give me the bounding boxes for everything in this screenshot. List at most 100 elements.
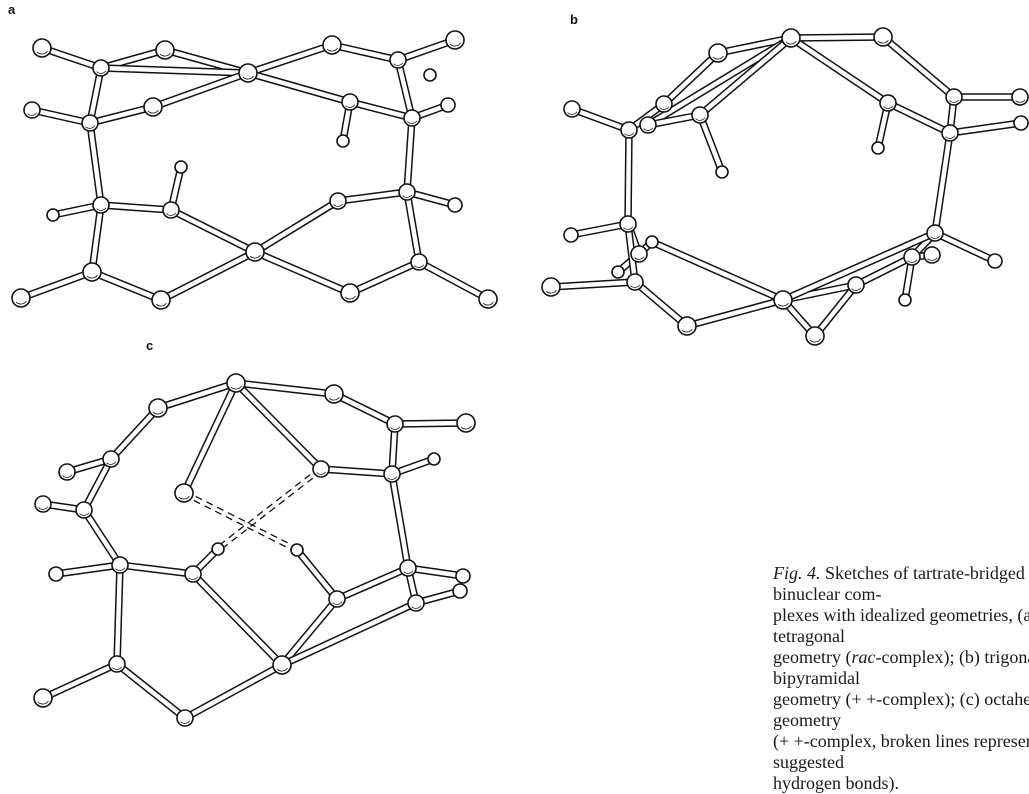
atom-shading bbox=[545, 289, 557, 294]
atom-shading bbox=[332, 601, 343, 605]
bond-fill bbox=[158, 249, 258, 303]
bond-fill bbox=[568, 221, 631, 238]
bond-fill bbox=[182, 662, 285, 721]
atom-shading bbox=[166, 212, 177, 216]
bond-fill bbox=[87, 65, 104, 126]
bond-fill bbox=[853, 254, 915, 288]
atom bbox=[211, 542, 225, 556]
atom-shading bbox=[115, 567, 126, 571]
bond-fill bbox=[548, 279, 638, 290]
atom-shading bbox=[777, 302, 789, 307]
bond-fill bbox=[40, 661, 120, 701]
panel-b-structure bbox=[541, 27, 1029, 346]
bond-fill bbox=[87, 104, 156, 126]
bond-fill bbox=[788, 35, 891, 106]
bond-fill bbox=[405, 565, 466, 579]
bond-fill bbox=[81, 507, 123, 568]
atom-shading bbox=[402, 194, 413, 198]
atom-shading bbox=[949, 99, 960, 103]
atom-shading bbox=[27, 112, 38, 116]
bond-fill bbox=[329, 42, 401, 63]
bond-fill bbox=[715, 35, 794, 56]
bond-fill bbox=[404, 115, 415, 195]
atom-shading bbox=[86, 274, 98, 279]
bond-fill bbox=[87, 120, 104, 208]
bond-fill bbox=[39, 45, 104, 71]
bond-fill bbox=[252, 198, 341, 255]
bond-fill bbox=[645, 112, 703, 128]
atom-shading bbox=[62, 474, 73, 478]
atom-shading bbox=[809, 338, 821, 343]
atom-shading bbox=[326, 47, 338, 52]
bond-fill bbox=[697, 112, 725, 175]
atom-shading bbox=[159, 52, 171, 57]
bond-fill bbox=[294, 547, 340, 602]
bond-fill bbox=[569, 106, 632, 133]
bond-fill bbox=[98, 202, 174, 213]
bond-fill bbox=[625, 127, 632, 227]
atom-shading bbox=[387, 476, 398, 480]
bond-fill bbox=[661, 50, 721, 107]
bond-fill bbox=[29, 107, 93, 126]
caption-text-1: Sketches of tartrate-bridged binuclear c… bbox=[773, 563, 1029, 667]
atom-shading bbox=[883, 105, 894, 109]
caption-rac: rac bbox=[851, 647, 876, 667]
atom-shading bbox=[85, 125, 96, 129]
bond-fill bbox=[150, 70, 251, 110]
atom-shading bbox=[414, 264, 425, 268]
atom-shading bbox=[180, 720, 191, 724]
atom-shading bbox=[567, 111, 578, 115]
atom-shading bbox=[393, 62, 404, 66]
atom bbox=[455, 568, 471, 584]
atom-shading bbox=[411, 605, 422, 609]
bond-fill bbox=[947, 120, 1024, 136]
atom-shading bbox=[178, 495, 190, 500]
atom-shading bbox=[316, 471, 327, 475]
atom bbox=[563, 227, 579, 243]
atom-shading bbox=[407, 120, 418, 124]
bond-fill bbox=[780, 230, 938, 303]
atom-shading bbox=[390, 426, 401, 430]
hydrogen-bond-dash bbox=[218, 470, 323, 552]
atom-shading bbox=[106, 461, 117, 465]
bond-fill bbox=[252, 249, 353, 296]
atom bbox=[336, 134, 350, 148]
atom bbox=[48, 566, 64, 582]
atom-shading bbox=[643, 127, 654, 131]
atom-shading bbox=[449, 42, 461, 47]
bond-fill bbox=[53, 562, 123, 577]
atom bbox=[440, 97, 456, 113]
atom-shading bbox=[1015, 99, 1026, 103]
panel-c-structure bbox=[33, 373, 476, 727]
panel-label-b: b bbox=[570, 12, 578, 27]
atom bbox=[715, 165, 729, 179]
bond-fill bbox=[233, 380, 337, 397]
bond-fill bbox=[684, 297, 786, 329]
bond-fill bbox=[114, 661, 188, 721]
bond-fill bbox=[885, 100, 953, 136]
bond-fill bbox=[98, 65, 251, 76]
atom-shading bbox=[681, 328, 693, 333]
bond-fill bbox=[632, 279, 690, 329]
bond-fill bbox=[347, 99, 415, 121]
atom-shading bbox=[907, 259, 918, 263]
atom-shading bbox=[712, 55, 724, 60]
hydrogen-bond-dash bbox=[184, 490, 299, 549]
bond-fill bbox=[81, 456, 114, 513]
bond-fill bbox=[168, 207, 258, 255]
atom bbox=[645, 235, 659, 249]
atom-shading bbox=[276, 667, 288, 672]
atom bbox=[898, 293, 912, 307]
bond-fill bbox=[932, 130, 953, 236]
atom-shading bbox=[230, 385, 242, 390]
atom bbox=[290, 543, 304, 557]
atom-shading bbox=[634, 256, 645, 260]
atom-shading bbox=[37, 700, 49, 705]
bond-fill bbox=[155, 380, 239, 411]
bond-fill bbox=[245, 42, 335, 76]
atom-shading bbox=[242, 75, 254, 80]
atom-shading bbox=[344, 295, 356, 300]
panel-label-a: a bbox=[8, 2, 16, 17]
figure-caption: Fig. 4. Sketches of tartrate-bridged bin… bbox=[773, 563, 1029, 794]
atom-shading bbox=[785, 40, 797, 45]
